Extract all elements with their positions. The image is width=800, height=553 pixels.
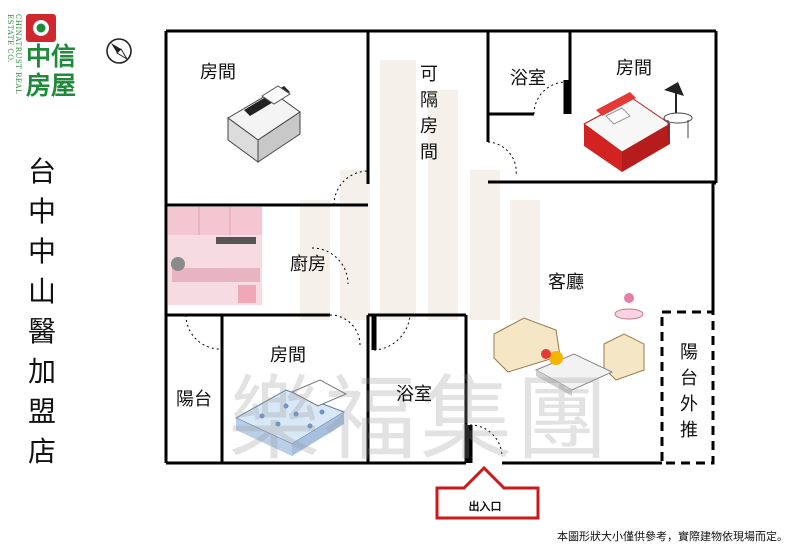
door-swings [185, 81, 567, 458]
table-icon [534, 293, 644, 396]
label-flexible-room-char: 隔 [420, 90, 438, 111]
wall-thick-segments [371, 80, 569, 463]
branch-char: 台 [27, 155, 56, 188]
label-outer-balcony-char: 推 [680, 420, 698, 441]
branch-char: 盟 [27, 395, 56, 428]
label-flexible-room-char: 間 [420, 142, 438, 163]
outer-balcony-outline [660, 310, 715, 465]
logo-english-text: CHINATRUST REAL ESTATE CO. [6, 14, 22, 95]
label-flexible-room-char: 房 [420, 116, 438, 137]
bed-icon [234, 379, 348, 456]
label-outer-balcony-char: 外 [680, 394, 698, 415]
bed-icon [583, 92, 671, 172]
label-bedroom-bottom: 房間 [270, 345, 306, 366]
label-outer-balcony-char: 台 [680, 368, 698, 389]
lamp-icon [663, 82, 693, 138]
compass-icon [106, 38, 132, 64]
sofa-icon [493, 317, 645, 381]
branch-char: 中 [27, 235, 56, 268]
watermark-emblem [300, 60, 540, 320]
label-kitchen: 廚房 [290, 254, 326, 275]
disclaimer-text: 本圖形狀大小僅供參考，實際建物依現場而定。 [557, 530, 788, 543]
label-bathroom-top: 浴室 [510, 68, 546, 89]
branch-char: 醫 [27, 315, 56, 348]
label-bathroom-bottom: 浴室 [396, 384, 432, 405]
label-flexible-room: 可 隔 房 間 [418, 62, 440, 166]
branch-name: 台 中 中 山 醫 加 盟 店 [22, 152, 62, 472]
kitchen-icon [168, 207, 262, 305]
label-bedroom-top-left: 房間 [200, 62, 236, 83]
label-outer-balcony-char: 陽 [680, 342, 698, 363]
label-balcony: 陽台 [176, 389, 212, 410]
logo-icon [26, 14, 56, 42]
bed-icon [227, 85, 301, 163]
entrance-label: 出入口 [468, 500, 502, 513]
label-outer-balcony: 陽 台 外 推 [678, 340, 700, 444]
branch-char: 中 [27, 195, 56, 228]
entrance-arrow [435, 465, 540, 520]
logo-chinese-text: 中信房屋 [26, 42, 77, 100]
branch-char: 加 [27, 355, 56, 388]
branch-char: 山 [27, 275, 56, 308]
label-bedroom-top-right: 房間 [616, 58, 652, 79]
branch-char: 店 [27, 435, 56, 468]
label-living-room: 客廳 [548, 272, 584, 293]
label-flexible-room-char: 可 [420, 64, 438, 85]
